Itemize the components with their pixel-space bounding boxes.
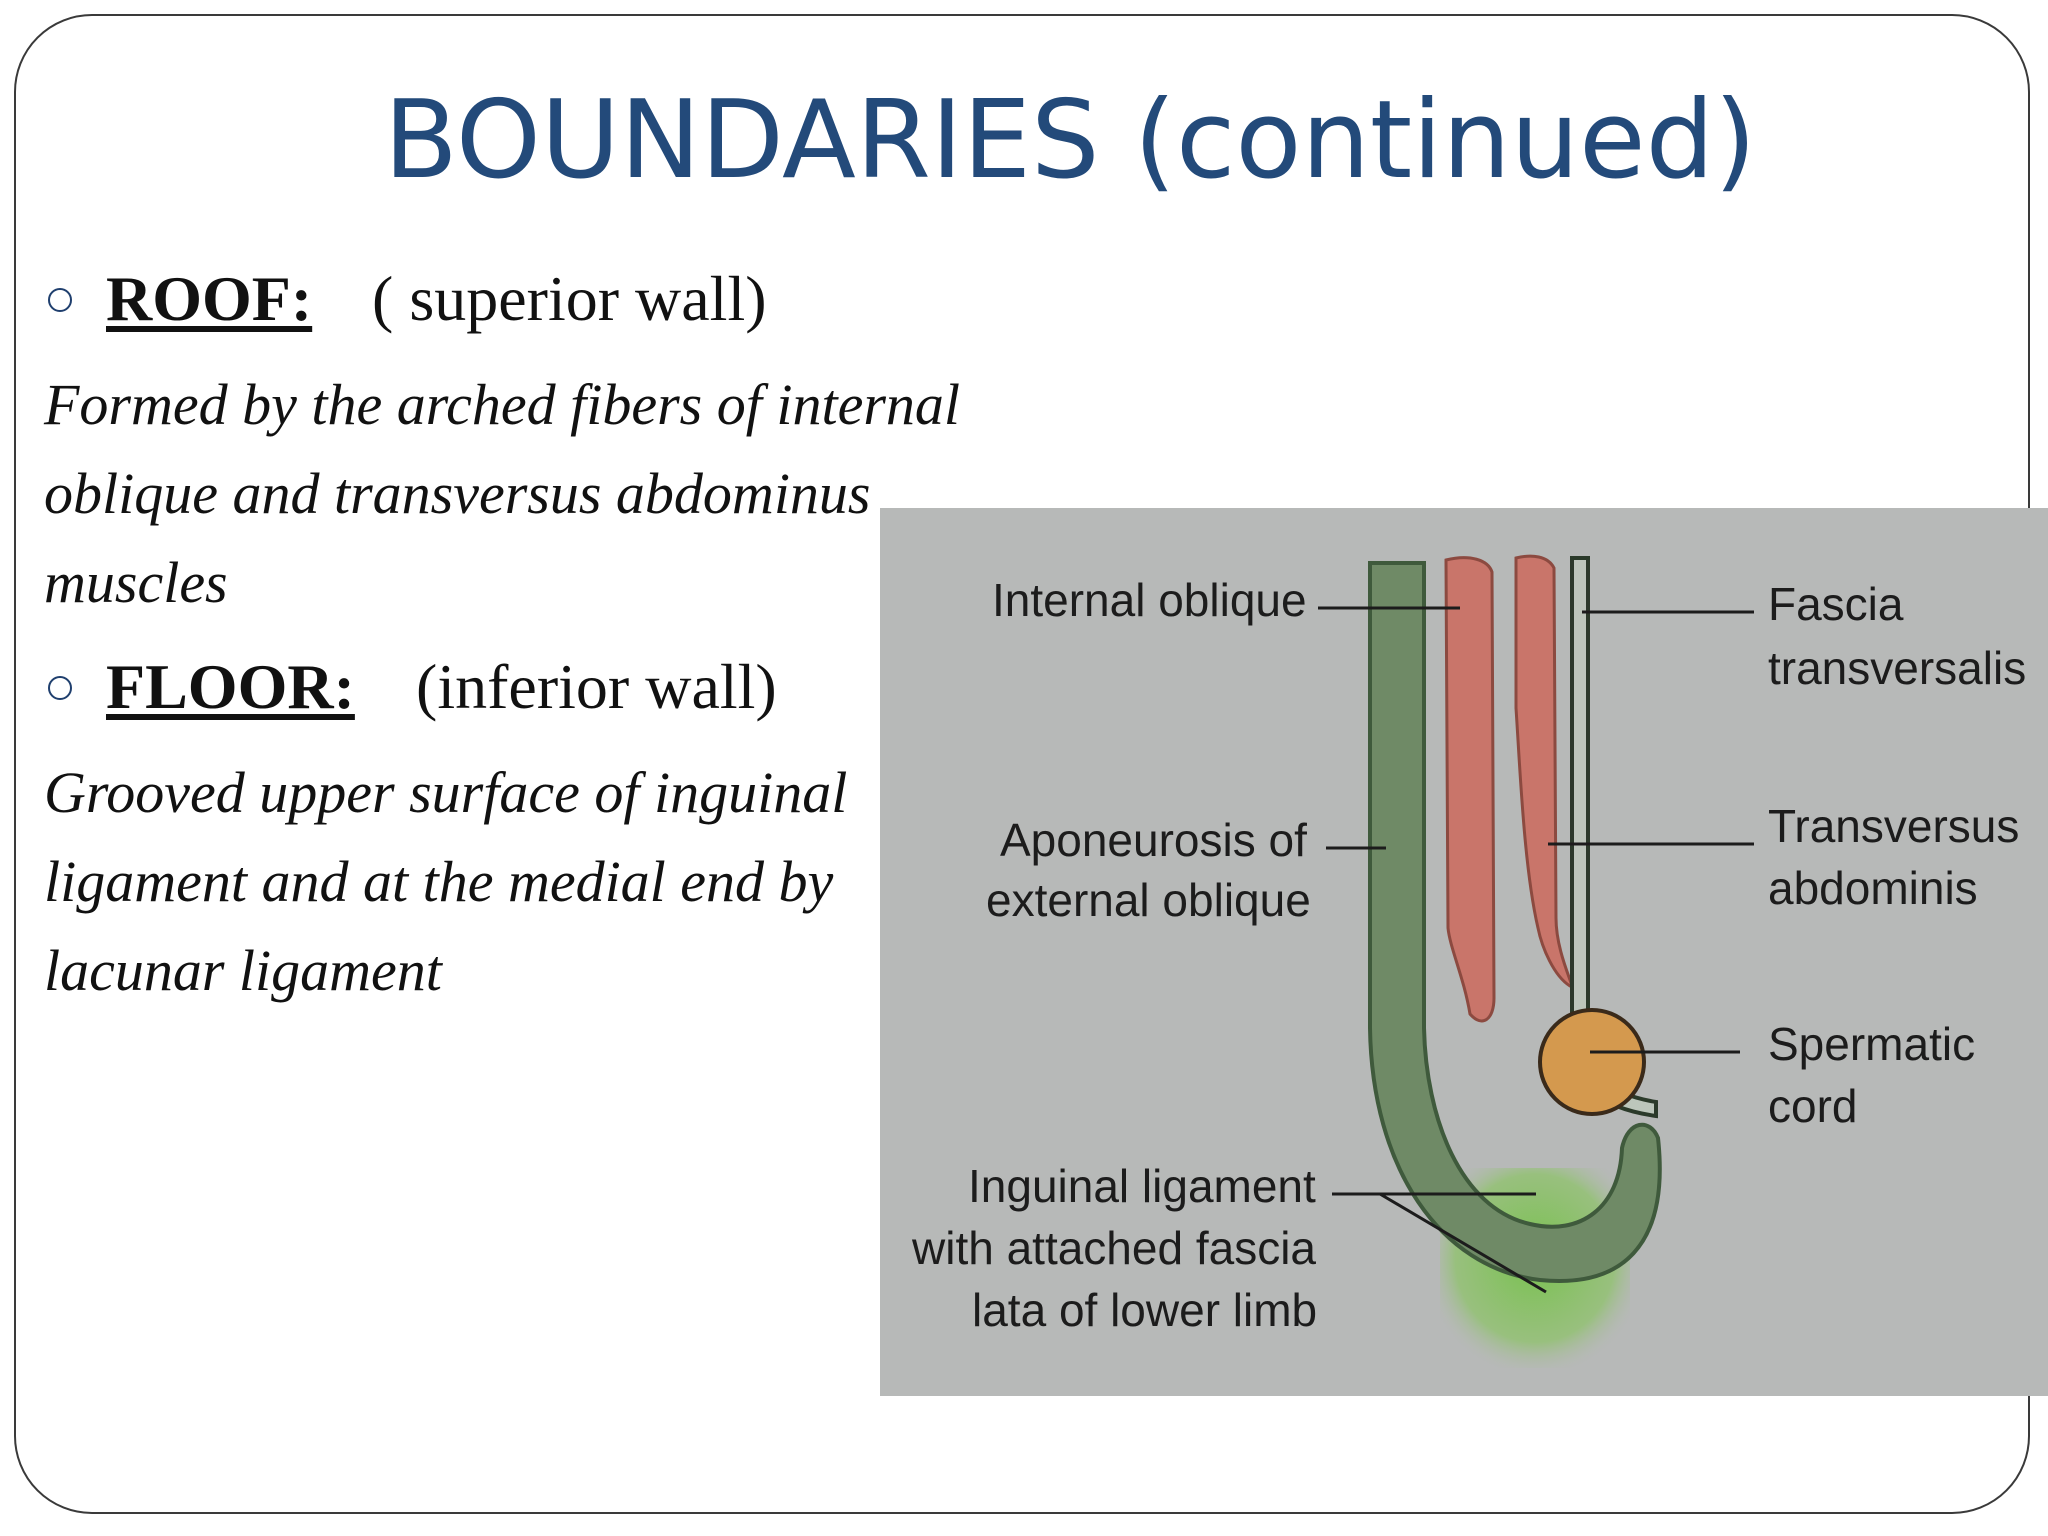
roof-heading: ROOF: [106, 263, 313, 334]
label-internal-oblique: Internal oblique [992, 574, 1307, 626]
floor-description-line: lacunar ligament [44, 938, 442, 1003]
leader-fascia-lata [1379, 1192, 1547, 1294]
slide-title: BOUNDARIES (continued) [383, 78, 1757, 203]
hollow-circle-bullet-icon [48, 676, 72, 700]
label-fascia-line2: transversalis [1768, 642, 2026, 694]
roof-description-line: muscles [44, 550, 228, 615]
floor-heading: FLOOR: [106, 651, 355, 722]
internal-oblique-shape [1444, 556, 1496, 1023]
label-spermatic-line1: Spermatic [1768, 1018, 1975, 1070]
floor-subheading: (inferior wall) [416, 651, 777, 722]
label-transversus-line2: abdominis [1768, 862, 1978, 914]
floor-description-line: Grooved upper surface of inguinal [44, 760, 848, 825]
label-aponeurosis-line1: Aponeurosis of [1000, 814, 1307, 866]
label-fascia-line1: Fascia [1768, 578, 1904, 630]
roof-subheading: ( superior wall) [372, 263, 767, 334]
label-inguinal-line2: with attached fascia [911, 1222, 1316, 1274]
floor-description: Grooved upper surface of inguinal ligame… [44, 748, 944, 1015]
hollow-circle-bullet-icon [48, 288, 72, 312]
label-transversus-line1: Transversus [1768, 800, 2019, 852]
spermatic-cord-shape [1538, 1008, 1646, 1116]
label-spermatic-line2: cord [1768, 1080, 1857, 1132]
roof-description-line: oblique and transversus abdominus [44, 461, 871, 526]
inguinal-canal-diagram: Internal oblique Aponeurosis of external… [880, 508, 2048, 1396]
leader-lines [1318, 606, 1754, 1294]
label-inguinal-line1: Inguinal ligament [968, 1160, 1316, 1212]
roof-description: Formed by the arched fibers of internal … [44, 360, 961, 627]
floor-description-line: ligament and at the medial end by [44, 849, 834, 914]
label-inguinal-line3: lata of lower limb [972, 1284, 1317, 1336]
diagram-svg: Internal oblique Aponeurosis of external… [880, 508, 2048, 1396]
label-aponeurosis-line2: external oblique [986, 874, 1311, 926]
roof-description-line: Formed by the arched fibers of internal [44, 372, 961, 437]
